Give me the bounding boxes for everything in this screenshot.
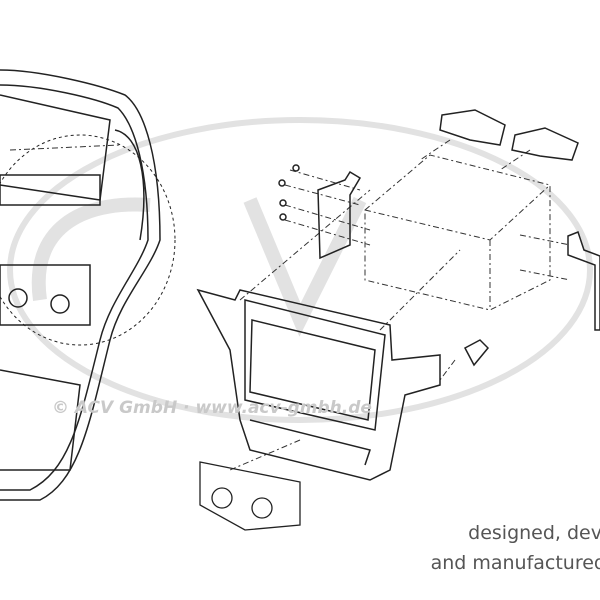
assembly-guide-lines [9,139,571,471]
screws [278,164,300,221]
left-bracket [317,170,362,260]
acv-logo-watermark [7,117,593,423]
vent-right [511,127,579,161]
radio-frame [196,288,441,481]
caption-line-1: designed, dev [468,522,600,544]
radio-unit-outline [364,154,551,311]
right-bracket [567,231,600,331]
vent-left [439,109,506,146]
clip-part [463,339,490,367]
climate-control-panel [199,461,301,531]
copyright-watermark: © ACV GmbH · www.acv-gmbh.de [52,398,372,418]
caption-line-2: and manufactured [430,552,600,574]
dashboard-console [0,69,176,501]
